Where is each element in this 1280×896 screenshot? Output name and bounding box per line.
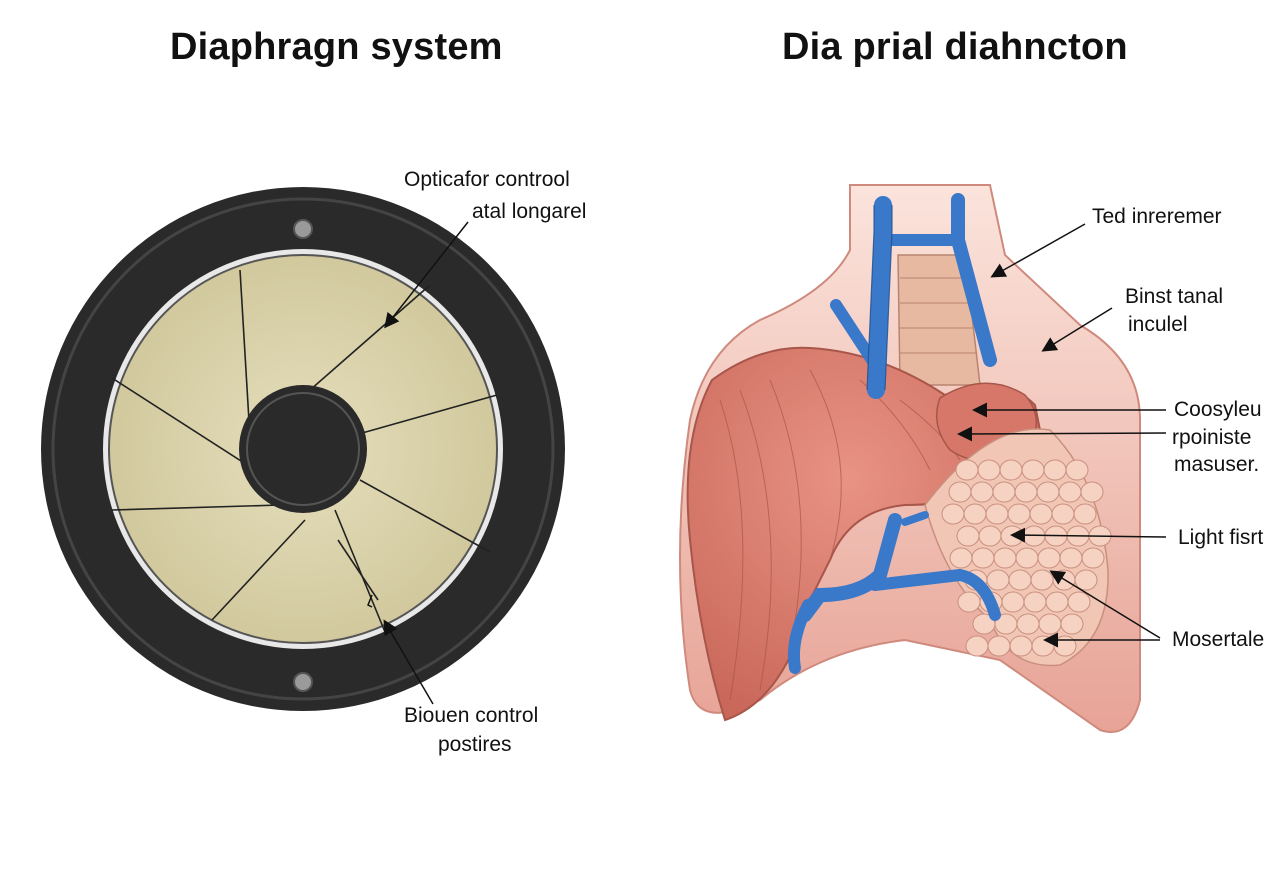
tissue-bubble <box>1058 481 1082 503</box>
tissue-bubble <box>1067 591 1091 613</box>
tissue-bubble <box>1008 569 1032 591</box>
label-opticafor-control: Opticafor controol <box>404 168 570 191</box>
tissue-bubble <box>1001 591 1025 613</box>
aperture-opening <box>239 385 367 513</box>
tissue-bubble <box>1081 547 1105 569</box>
bottom-screw <box>293 672 313 692</box>
tissue-bubble <box>1051 503 1075 525</box>
tissue-bubble <box>1021 459 1045 481</box>
vessels <box>787 193 1001 674</box>
label-rpoiniste: rpoiniste <box>1172 426 1252 449</box>
label-light-fisrt: Light fisrt <box>1178 526 1264 549</box>
leader-bottom <box>383 619 434 705</box>
tissue-bubble <box>1014 481 1038 503</box>
label-inculel: inculel <box>1128 313 1188 336</box>
tissue-bubble <box>978 525 1002 547</box>
label-postires: postires <box>438 733 512 756</box>
tissue-bubble <box>1007 503 1031 525</box>
tissue-bubble <box>1036 481 1060 503</box>
tissue-bubble <box>1037 547 1061 569</box>
tissue-bubble <box>1059 547 1083 569</box>
tissue-bubble <box>1015 547 1039 569</box>
tissue-bubble <box>970 481 994 503</box>
tissue-bubble <box>957 591 981 613</box>
tissue-bubble <box>1016 613 1040 635</box>
tissue-bubble <box>992 481 1016 503</box>
right-panel-title: Dia prial diahncton <box>782 26 1128 68</box>
tissue-bubble <box>1060 613 1084 635</box>
tissue-bubble <box>1045 591 1069 613</box>
top-screw <box>293 219 313 239</box>
label-coosyleu: Coosyleu <box>1174 398 1262 421</box>
tissue-bubble <box>941 503 965 525</box>
aperture-diagram <box>41 187 565 711</box>
tissue-bubble <box>985 503 1009 525</box>
tissue-bubble <box>1073 503 1097 525</box>
label-ted-inreremer: Ted inreremer <box>1092 205 1222 228</box>
leader-top <box>384 221 469 329</box>
tissue-bubble <box>948 481 972 503</box>
tissue-bubble <box>1000 525 1024 547</box>
tissue-bubble <box>971 547 995 569</box>
tissue-bubble <box>963 503 987 525</box>
tissue-bubble <box>1031 635 1055 657</box>
tissue-cluster <box>924 428 1112 667</box>
tissue-bubble <box>1043 459 1067 481</box>
tissue-bubble <box>1030 569 1054 591</box>
label-binst-tanal: Binst tanal <box>1125 285 1224 308</box>
tissue-bubble <box>1074 569 1098 591</box>
tissue-bubble <box>1038 613 1062 635</box>
tissue-bubble <box>977 459 1001 481</box>
tissue-bubble <box>1029 503 1053 525</box>
tissue-bubble <box>949 547 973 569</box>
label-mosertale: Mosertale <box>1172 628 1265 651</box>
anatomy-leaders <box>957 223 1167 648</box>
tissue-bubble <box>1080 481 1104 503</box>
tissue-bubble <box>987 635 1011 657</box>
tissue-bubble <box>1053 635 1077 657</box>
aperture-blades <box>111 269 498 633</box>
tissue-bubble <box>993 547 1017 569</box>
tissue-bubble <box>955 459 979 481</box>
tissue-bubble <box>1009 635 1033 657</box>
tissue-bubble <box>1065 459 1089 481</box>
label-masuser: masuser. <box>1174 453 1260 476</box>
anatomy-diagram <box>679 184 1167 733</box>
tissue-bubble <box>986 569 1010 591</box>
tissue-bubble <box>999 459 1023 481</box>
tissue-bubble <box>1023 591 1047 613</box>
label-atal-longarel: atal longarel <box>472 200 587 223</box>
tissue-bubble <box>956 525 980 547</box>
tissue-bubble <box>965 635 989 657</box>
label-biouen-control: Biouen control <box>404 704 539 727</box>
left-panel-title: Diaphragn system <box>170 26 503 68</box>
